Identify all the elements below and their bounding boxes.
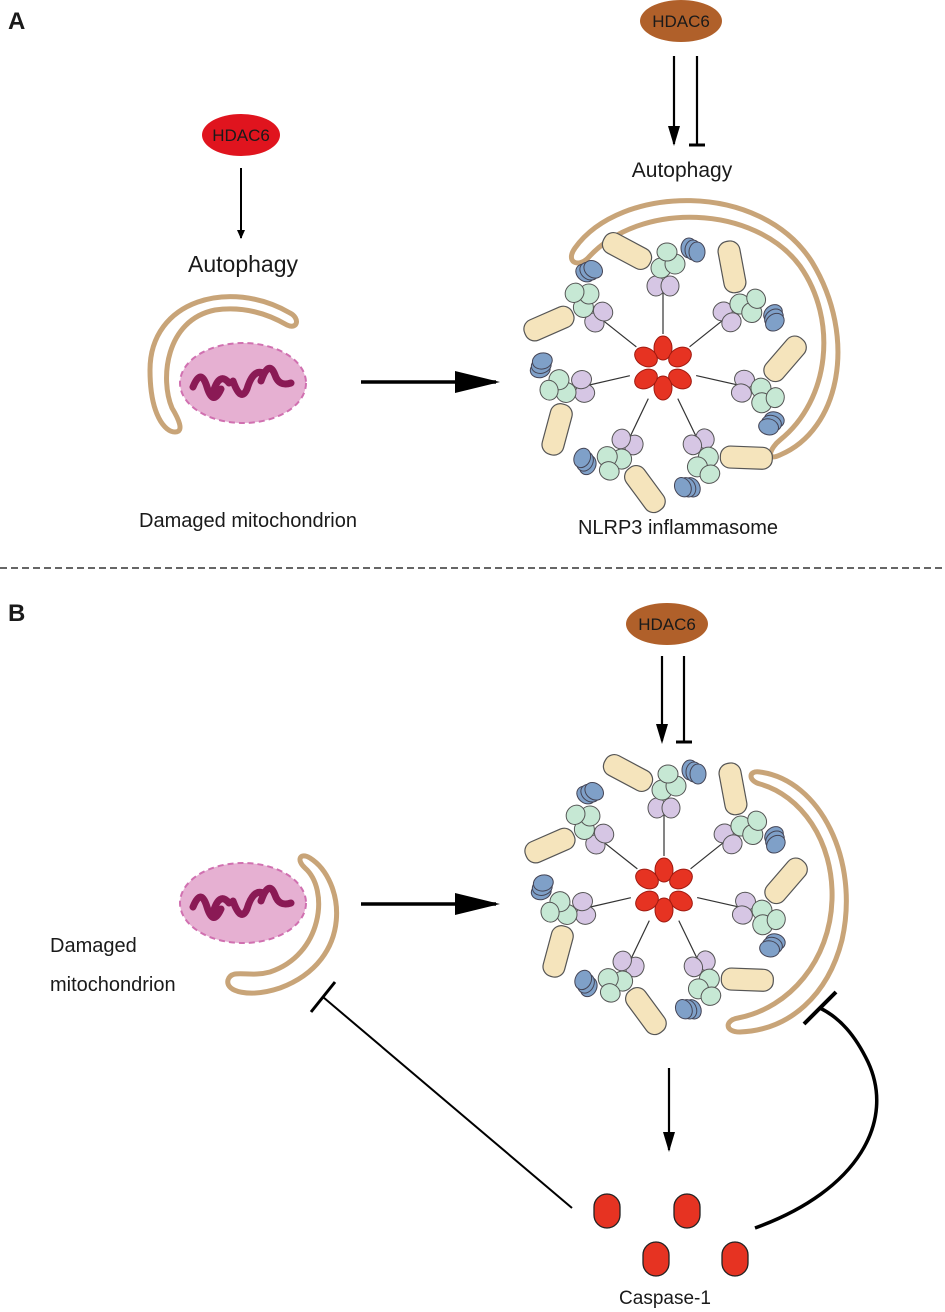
panel-b-letter: B [8, 600, 25, 627]
caspase-molecule [673, 1193, 701, 1229]
inhibition-caspase-to-inflammasome-autophagy [754, 1006, 879, 1230]
caspase-label: Caspase-1 [619, 1288, 711, 1309]
hdac6-right-label: HDAC6 [652, 12, 710, 31]
hdac6-right-node [640, 0, 722, 42]
phagophore-membrane-mito-b [225, 853, 340, 996]
phagophore-membrane-inflammasome-a [568, 198, 841, 460]
hdac6-left-node [202, 114, 280, 156]
phagophore-membrane-a [147, 294, 299, 435]
nlrp3-inflammasome-a [514, 229, 812, 521]
damaged-mitochondrion-a [180, 343, 306, 423]
panel-a-letter: A [8, 8, 25, 35]
caspase-molecule [642, 1241, 670, 1277]
caspase-molecule [721, 1241, 749, 1277]
hdac6-left-label: HDAC6 [212, 126, 270, 145]
autophagy-right-label: Autophagy [632, 159, 733, 182]
damaged-mitochondrion-b [180, 863, 306, 943]
inhibition-caspase-to-mito-autophagy [322, 996, 573, 1209]
caspase-molecule [593, 1193, 621, 1229]
phagophore-membrane-inflammasome-b [725, 769, 849, 1035]
nlrp3-inflammasome-b [515, 751, 813, 1043]
nlrp3-label-a: NLRP3 inflammasome [578, 517, 778, 539]
mito-label-a: Damaged mitochondrion [139, 510, 357, 532]
mito-label-b-line1: Damaged [50, 935, 137, 957]
hdac6-b-node [626, 603, 708, 645]
autophagy-left-label: Autophagy [188, 251, 298, 277]
caspase-1-molecules [593, 1193, 749, 1277]
mito-label-b-line2: mitochondrion [50, 974, 176, 996]
hdac6-b-label: HDAC6 [638, 615, 696, 634]
